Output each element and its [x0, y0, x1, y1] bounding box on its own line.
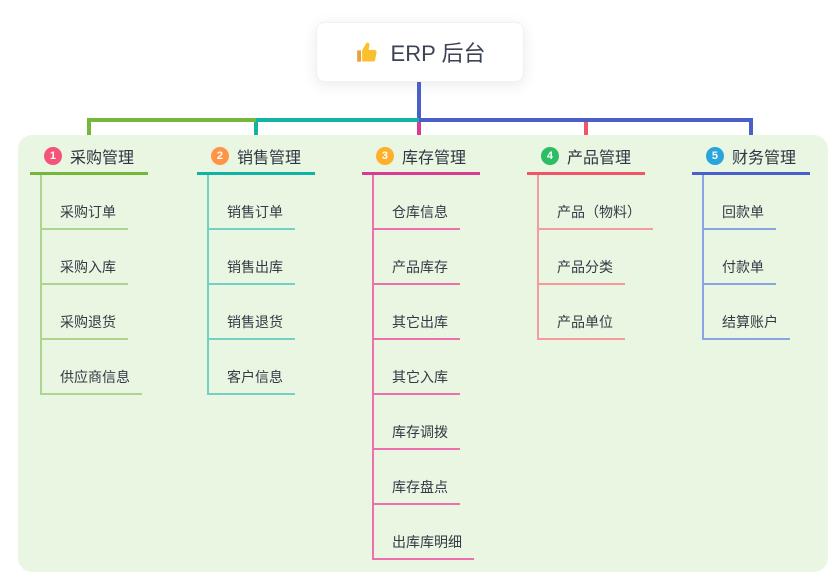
root-stem-line	[417, 82, 421, 118]
thumbs-up-icon	[355, 39, 381, 65]
child-node-label[interactable]: 销售退货	[209, 314, 295, 340]
bar-line-teal	[256, 118, 419, 122]
child-node: 供应商信息	[42, 340, 148, 395]
child-node: 其它出库	[374, 285, 480, 340]
branch-product-header[interactable]: 4 产品管理	[527, 140, 645, 175]
child-node-label[interactable]: 产品分类	[539, 259, 625, 285]
branch-product-children: 产品（物料） 产品分类 产品单位	[537, 175, 653, 340]
branch-number-badge: 5	[705, 147, 724, 165]
child-node: 采购入库	[42, 230, 148, 285]
child-node: 库存盘点	[374, 450, 480, 505]
branch-label: 财务管理	[731, 150, 796, 167]
branch-number-badge: 3	[375, 147, 394, 165]
branch-number-badge: 4	[540, 147, 559, 165]
branch-purchase-header[interactable]: 1 采购管理	[30, 140, 148, 175]
branch-sales: 2 销售管理 销售订单 销售出库 销售退货 客户信息	[197, 140, 315, 395]
branch-number-badge: 2	[210, 147, 229, 165]
child-node-label[interactable]: 销售出库	[209, 259, 295, 285]
branch-inventory: 3 库存管理 仓库信息 产品库存 其它出库 其它入库 库存调拨 库存盘点 出库库…	[362, 140, 480, 560]
branch-inventory-header[interactable]: 3 库存管理	[362, 140, 480, 175]
child-node: 仓库信息	[374, 175, 480, 230]
child-node-label[interactable]: 付款单	[704, 259, 776, 285]
branch-purchase-children: 采购订单 采购入库 采购退货 供应商信息	[40, 175, 148, 395]
branch-sales-children: 销售订单 销售出库 销售退货 客户信息	[207, 175, 315, 395]
branch-label: 采购管理	[69, 150, 134, 167]
child-node-label[interactable]: 销售订单	[209, 204, 295, 230]
child-node: 采购退货	[42, 285, 148, 340]
child-node-label[interactable]: 供应商信息	[42, 369, 142, 395]
child-node: 产品库存	[374, 230, 480, 285]
child-node-label[interactable]: 库存盘点	[374, 479, 460, 505]
child-node: 产品分类	[539, 230, 645, 285]
root-node-label: ERP 后台	[390, 41, 486, 66]
child-node: 库存调拨	[374, 395, 480, 450]
child-node-label[interactable]: 采购退货	[42, 314, 128, 340]
child-node: 销售订单	[209, 175, 315, 230]
child-node: 付款单	[704, 230, 810, 285]
child-node: 采购订单	[42, 175, 148, 230]
branch-label: 库存管理	[401, 150, 466, 167]
child-node-label[interactable]: 其它入库	[374, 369, 460, 395]
child-node: 产品单位	[539, 285, 645, 340]
child-node: 产品（物料）	[539, 175, 653, 230]
branch-finance-children: 回款单 付款单 结算账户	[702, 175, 810, 340]
child-node: 其它入库	[374, 340, 480, 395]
child-node: 客户信息	[209, 340, 315, 395]
child-node: 结算账户	[704, 285, 810, 340]
bar-line-blue	[419, 118, 753, 122]
branch-finance-header[interactable]: 5 财务管理	[692, 140, 810, 175]
child-node: 回款单	[704, 175, 810, 230]
child-node-label[interactable]: 采购订单	[42, 204, 128, 230]
child-node-label[interactable]: 产品（物料）	[539, 204, 653, 230]
child-node-label[interactable]: 客户信息	[209, 369, 295, 395]
child-node-label[interactable]: 仓库信息	[374, 204, 460, 230]
child-node-label[interactable]: 产品单位	[539, 314, 625, 340]
bar-line-green	[87, 118, 256, 122]
branches-panel	[18, 135, 828, 572]
child-node-label[interactable]: 出库库明细	[374, 534, 474, 560]
child-node-label[interactable]: 结算账户	[704, 314, 790, 340]
branch-number-badge: 1	[43, 147, 62, 165]
child-node-label[interactable]: 采购入库	[42, 259, 128, 285]
child-node-label[interactable]: 库存调拨	[374, 424, 460, 450]
branch-inventory-children: 仓库信息 产品库存 其它出库 其它入库 库存调拨 库存盘点 出库库明细	[372, 175, 480, 560]
branch-label: 销售管理	[236, 150, 301, 167]
child-node: 销售退货	[209, 285, 315, 340]
child-node-label[interactable]: 回款单	[704, 204, 776, 230]
child-node: 销售出库	[209, 230, 315, 285]
root-node-erp[interactable]: ERP 后台	[316, 22, 524, 82]
child-node: 出库库明细	[374, 505, 480, 560]
branch-label: 产品管理	[566, 150, 631, 167]
branch-finance: 5 财务管理 回款单 付款单 结算账户	[692, 140, 810, 340]
branch-product: 4 产品管理 产品（物料） 产品分类 产品单位	[527, 140, 653, 340]
child-node-label[interactable]: 产品库存	[374, 259, 460, 285]
branch-purchase: 1 采购管理 采购订单 采购入库 采购退货 供应商信息	[30, 140, 148, 395]
child-node-label[interactable]: 其它出库	[374, 314, 460, 340]
branch-sales-header[interactable]: 2 销售管理	[197, 140, 315, 175]
